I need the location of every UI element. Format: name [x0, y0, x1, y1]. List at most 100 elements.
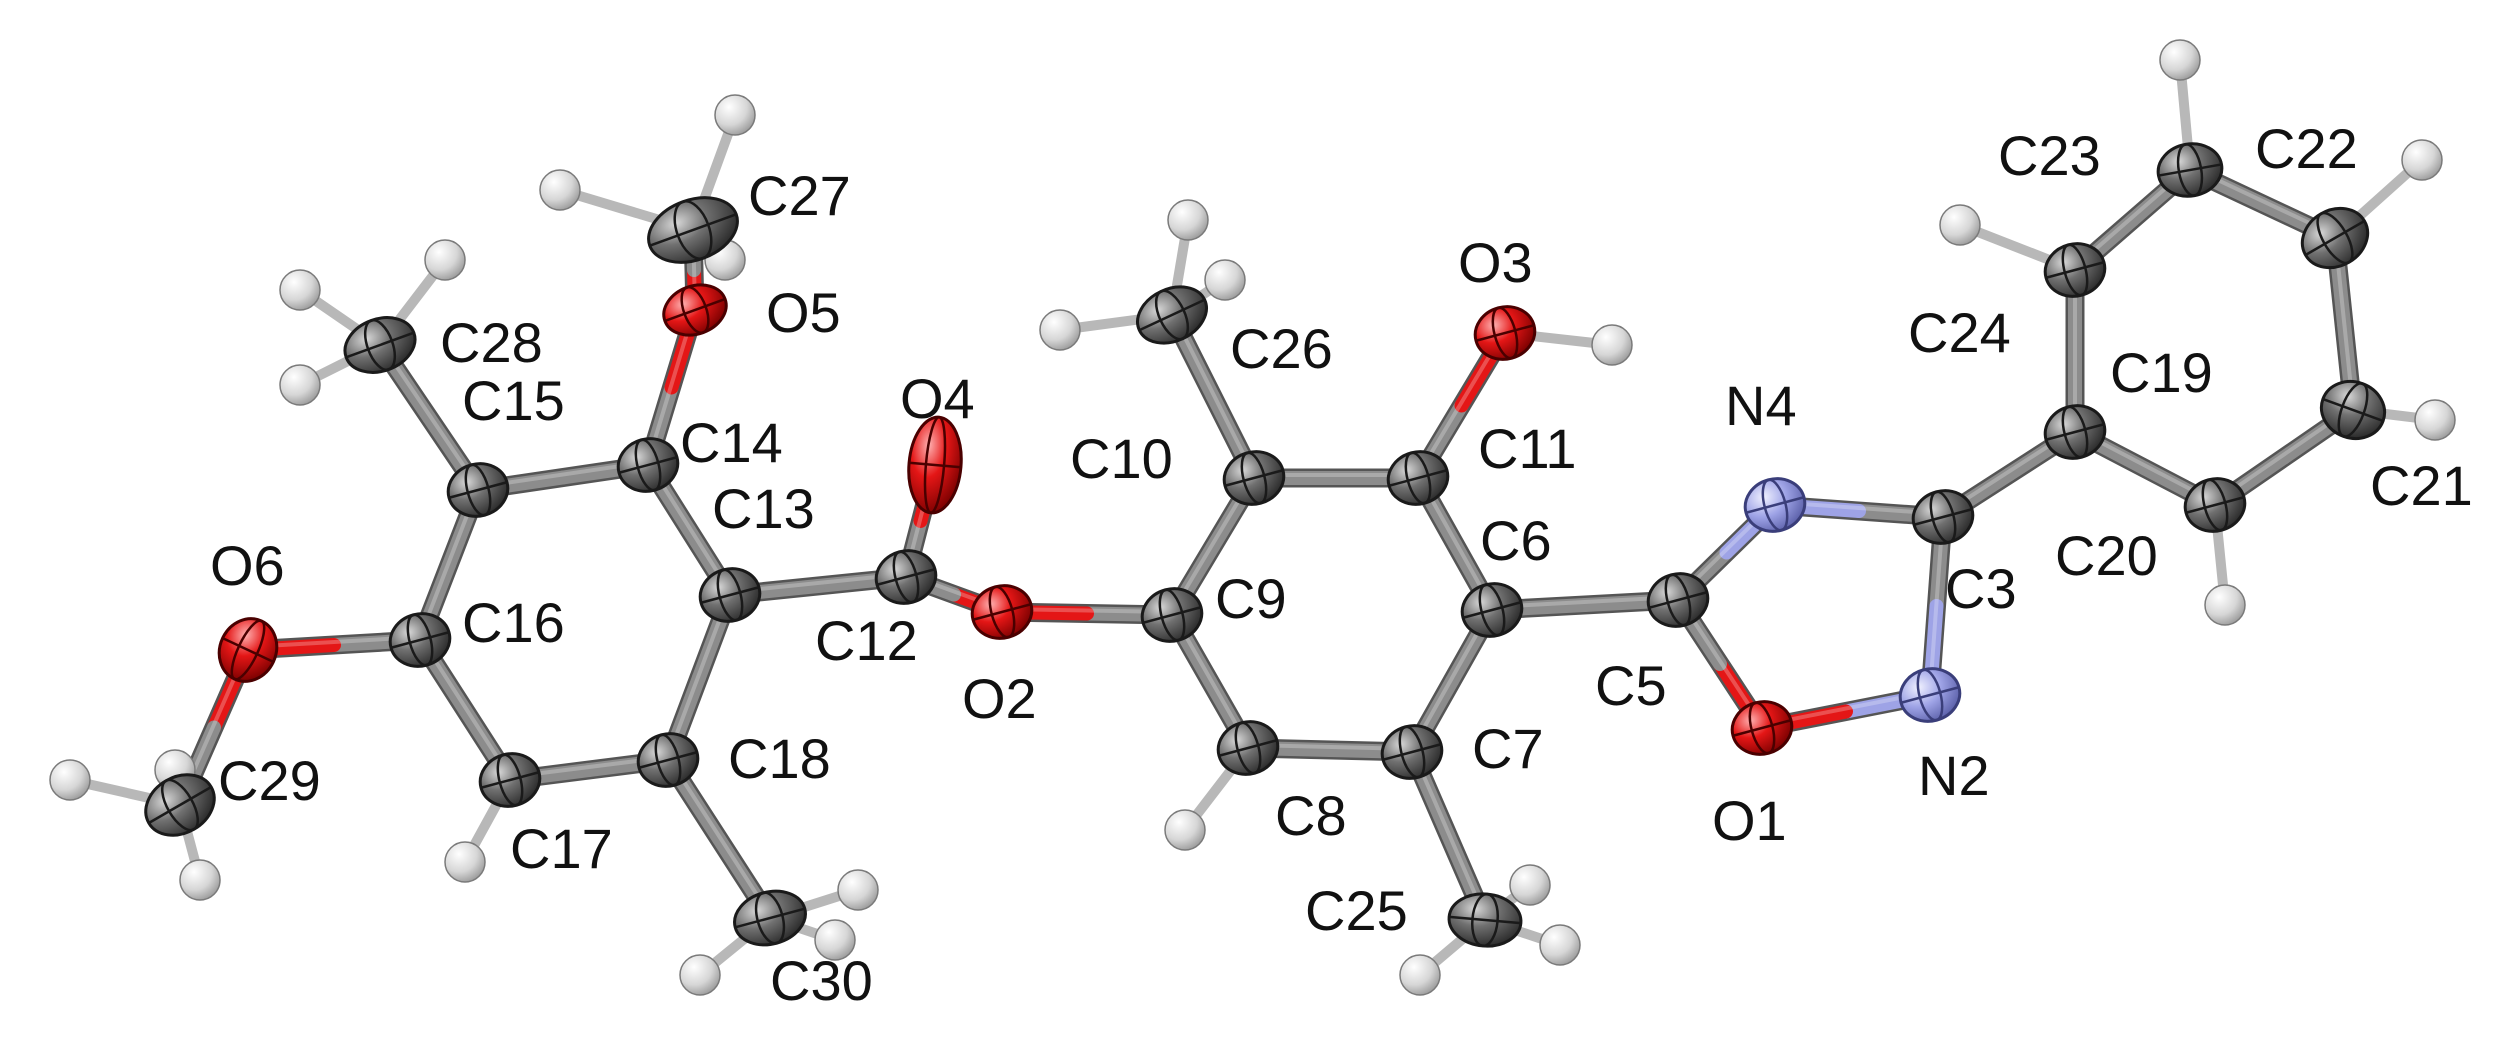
hydrogen-atom-H28A — [424, 239, 466, 281]
hydrogen-atom-H27A — [714, 94, 756, 136]
atom-C19 — [2043, 404, 2107, 460]
hydrogen-atom-H26A — [1167, 199, 1209, 241]
atom-O3 — [1473, 305, 1537, 361]
atom-C8 — [1216, 720, 1280, 776]
atom-C16 — [388, 612, 452, 668]
hydrogen-atom-H22 — [2401, 139, 2443, 181]
atom-label-O2: O2 — [962, 667, 1037, 730]
atom-label-C5: C5 — [1595, 654, 1667, 717]
atom-C20 — [2183, 477, 2247, 533]
hydrogen-atom-H20 — [2204, 584, 2246, 626]
atom-label-C26: C26 — [1230, 317, 1333, 380]
hydrogen-atom-H30B — [679, 954, 721, 996]
hydrogen-atom-H30A — [837, 869, 879, 911]
atom-label-C3: C3 — [1945, 557, 2017, 620]
atom-label-C22: C22 — [2255, 117, 2358, 180]
atom-C9 — [1140, 587, 1204, 643]
atom-C24 — [2043, 242, 2107, 298]
hydrogen-atom-H26B — [1039, 309, 1081, 351]
atom-label-N2: N2 — [1918, 744, 1990, 807]
atom-label-O1: O1 — [1712, 789, 1787, 852]
atom-label-C9: C9 — [1215, 567, 1287, 630]
atom-N2 — [1898, 667, 1962, 723]
atom-C27 — [647, 196, 739, 264]
hydrogen-atom-H8 — [1164, 809, 1206, 851]
hydrogen-atom-H17 — [444, 841, 486, 883]
hydrogen-atom-H24 — [1939, 204, 1981, 246]
atom-O5 — [662, 283, 728, 337]
atom-label-C7: C7 — [1472, 717, 1544, 780]
atom-C3 — [1911, 489, 1975, 545]
atom-label-O5: O5 — [766, 281, 841, 344]
atom-C28 — [343, 316, 417, 374]
atom-C29 — [144, 773, 216, 837]
atom-label-C13: C13 — [712, 477, 815, 540]
hydrogen-atom-H3O — [1591, 324, 1633, 366]
atom-label-C29: C29 — [218, 749, 321, 812]
atom-label-O4: O4 — [900, 367, 975, 430]
atom-label-C27: C27 — [748, 164, 851, 227]
atom-label-C30: C30 — [770, 949, 873, 1012]
hydrogen-atom-H30C — [814, 919, 856, 961]
hydrogen-atom-H23 — [2159, 39, 2201, 81]
hydrogen-atom-H26C — [1204, 259, 1246, 301]
hydrogen-atom-H25C — [1399, 954, 1441, 996]
atom-C6 — [1460, 582, 1524, 638]
hydrogen-atom-H27B — [539, 169, 581, 211]
atom-label-O6: O6 — [210, 534, 285, 597]
atom-label-C14: C14 — [680, 411, 783, 474]
atom-C23 — [2156, 142, 2224, 198]
atom-label-C18: C18 — [728, 727, 831, 790]
hydrogen-atom-H29A — [49, 759, 91, 801]
atom-O4 — [907, 415, 963, 515]
atom-C11 — [1386, 450, 1450, 506]
atom-N4 — [1743, 477, 1807, 533]
atom-label-C6: C6 — [1480, 509, 1552, 572]
atom-label-C19: C19 — [2110, 341, 2213, 404]
atom-C15 — [446, 462, 510, 518]
atom-label-C10: C10 — [1070, 427, 1173, 490]
atom-label-C8: C8 — [1275, 784, 1347, 847]
hydrogen-atom-H25A — [1509, 864, 1551, 906]
atom-O2 — [970, 584, 1034, 640]
atom-C17 — [478, 752, 542, 808]
hydrogen-atom-H29B — [179, 859, 221, 901]
atom-C5 — [1646, 572, 1710, 628]
atom-C14 — [616, 437, 680, 493]
atom-label-C25: C25 — [1305, 879, 1408, 942]
atom-C26 — [1136, 285, 1208, 345]
hydrogen-bonds-layer — [65, 55, 2440, 980]
atom-C18 — [636, 732, 700, 788]
atom-label-C11: C11 — [1478, 417, 1577, 480]
atom-label-C24: C24 — [1908, 301, 2011, 364]
hydrogen-atom-H25B — [1539, 924, 1581, 966]
atom-label-C20: C20 — [2055, 524, 2158, 587]
atom-C7 — [1380, 724, 1444, 780]
hydrogen-atom-H28C — [279, 364, 321, 406]
atom-label-C28: C28 — [440, 311, 543, 374]
atom-label-C16: C16 — [462, 591, 565, 654]
atom-label-O3: O3 — [1458, 231, 1533, 294]
atom-C10 — [1222, 450, 1286, 506]
atom-label-C15: C15 — [462, 369, 565, 432]
atom-C21 — [2319, 380, 2387, 440]
atom-O1 — [1730, 700, 1794, 756]
atom-C22 — [2300, 206, 2370, 270]
atom-O6 — [217, 617, 279, 683]
hydrogen-atom-H28B — [279, 269, 321, 311]
atom-label-C17: C17 — [510, 817, 613, 880]
atom-C25 — [1447, 892, 1523, 948]
atom-label-N4: N4 — [1725, 374, 1797, 437]
atom-label-C23: C23 — [1998, 124, 2101, 187]
atom-label-C21: C21 — [2370, 454, 2473, 517]
atoms-layer — [144, 142, 2387, 948]
atom-C13 — [698, 567, 762, 623]
hydrogen-atom-H21 — [2414, 399, 2456, 441]
hydrogen-atoms-layer — [49, 39, 2456, 996]
atom-C12 — [874, 549, 938, 605]
atom-C30 — [733, 889, 807, 947]
atom-label-C12: C12 — [815, 609, 918, 672]
